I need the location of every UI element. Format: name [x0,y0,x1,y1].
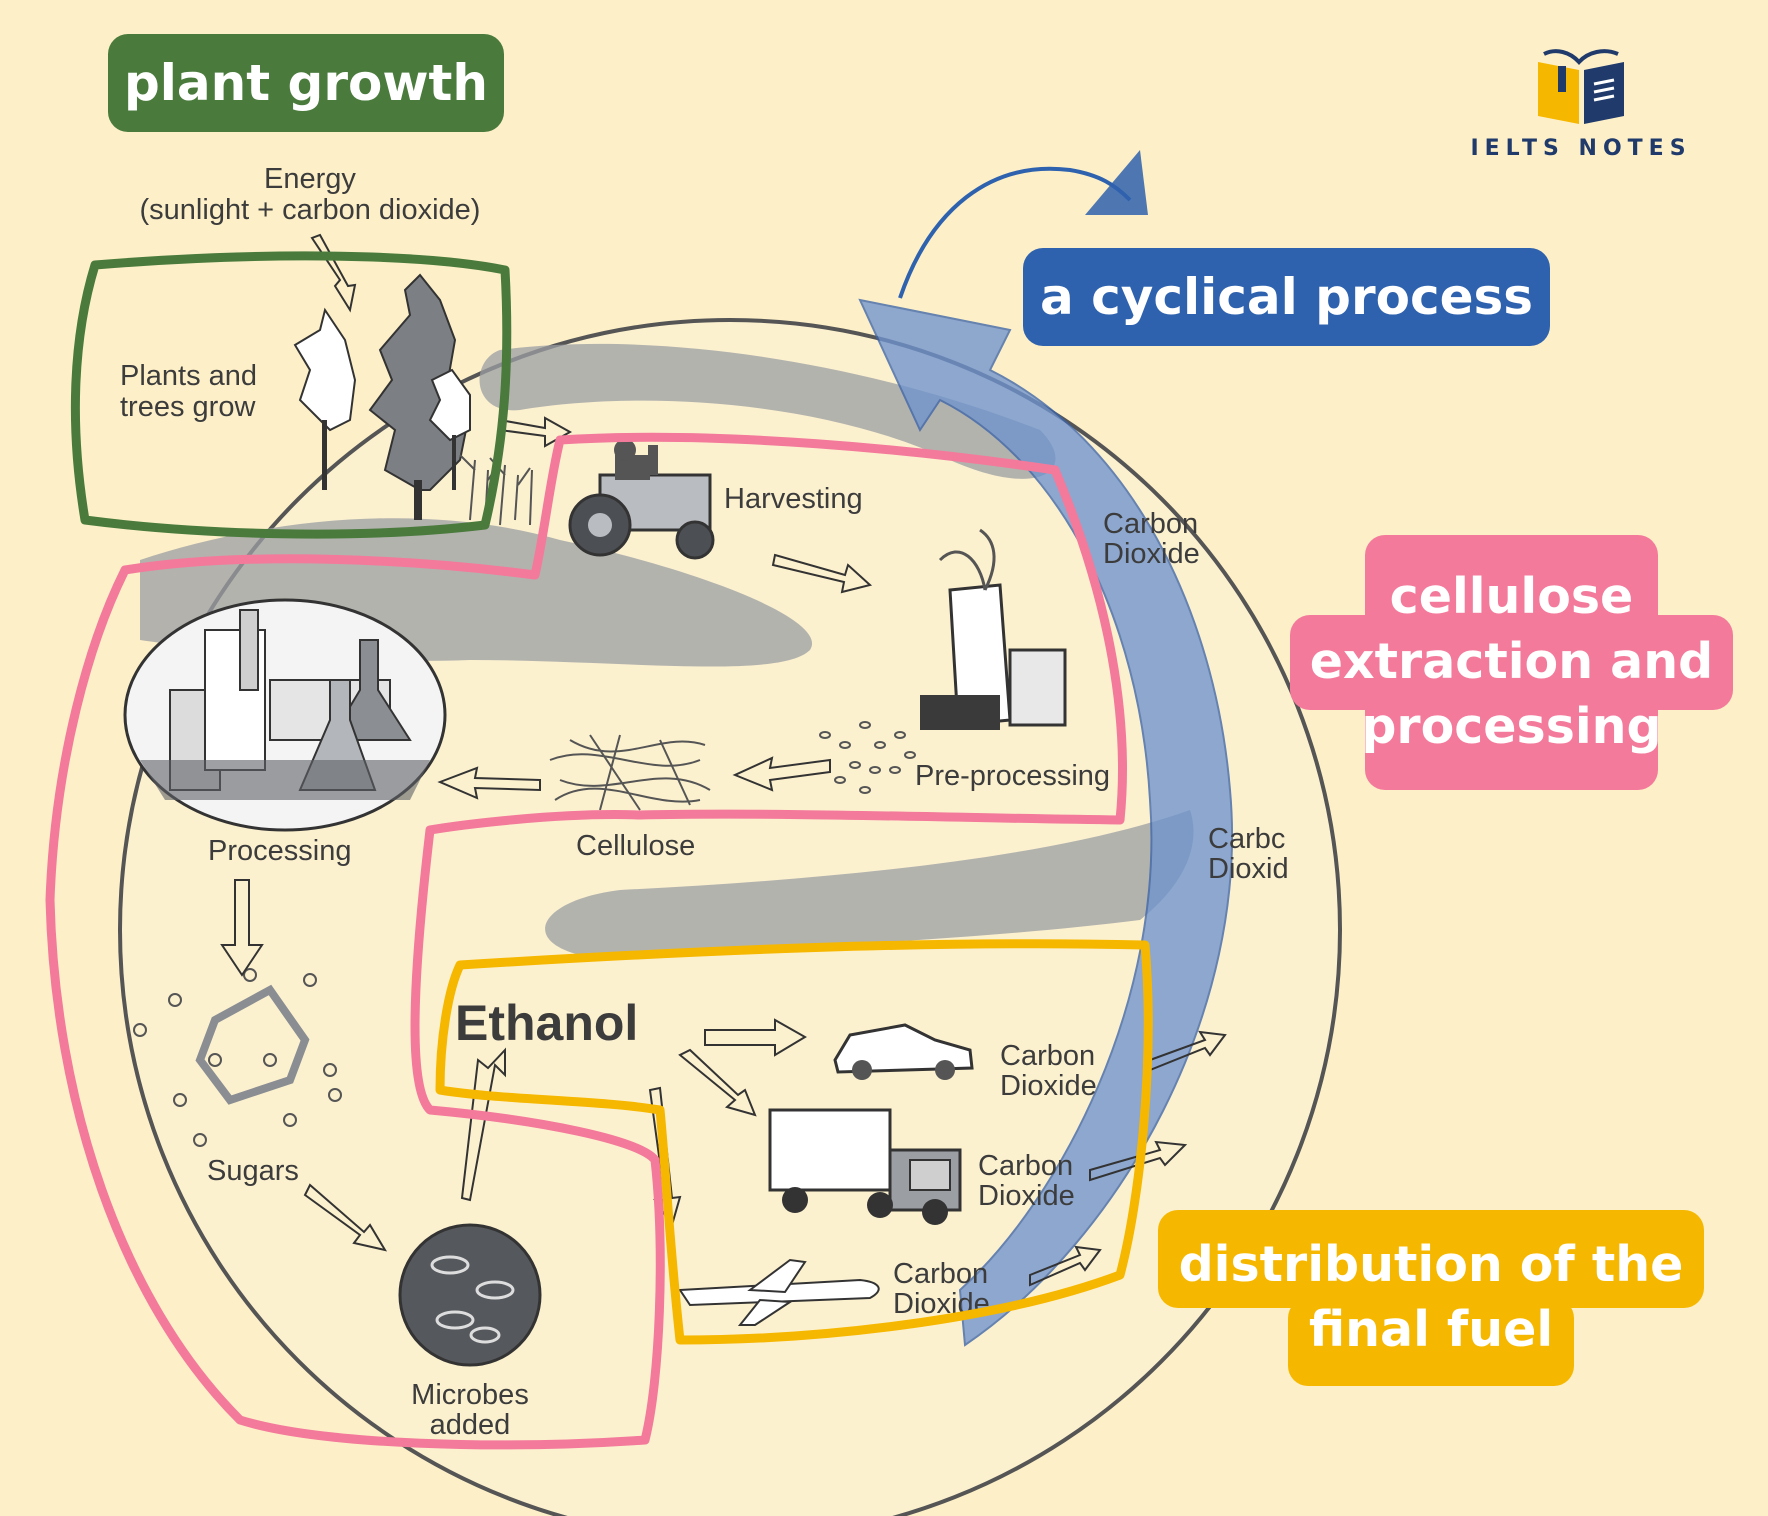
processing-plant-icon [123,598,447,832]
co2-plane-label: Carbon [893,1258,988,1290]
sugars-label: Sugars [207,1155,299,1187]
co2-top-label-line2: Dioxide [1103,538,1200,570]
processing-label: Processing [208,835,351,867]
microbes-label: Microbes [411,1379,529,1411]
cycle-tag-arrowhead [1085,150,1148,215]
logo-text: IELTS NOTES [1470,136,1692,161]
co2-truck-label-line2: Dioxide [978,1180,1075,1212]
cyclical-process-tag-text: a cyclical process [1039,268,1534,326]
tractor-icon [568,439,715,560]
plant-growth-tag-text: plant growth [123,54,489,112]
cellulose-extraction-tag: cellulose extraction and processing [1290,535,1733,790]
chips-icon [819,721,916,794]
swoosh-lower [545,810,1194,955]
co2-car-label-line2: Dioxide [1000,1070,1097,1102]
truck-icon [768,1108,962,1225]
distribution-tag: distribution of the final fuel [1158,1210,1704,1386]
ethanol-label: Ethanol [455,995,638,1051]
co2-truck-label: Carbon [978,1150,1073,1182]
cyclical-process-tag: a cyclical process [1023,248,1550,346]
preprocessing-label: Pre-processing [915,760,1110,792]
cellulose-fibres-icon [549,734,711,811]
cellulose-processing-outline [45,432,1127,1450]
ielts-notes-logo: IELTS NOTES [1466,44,1696,164]
plants-label-line2: trees grow [120,391,256,423]
co2-mid-label: Carbc [1208,823,1285,855]
harvesting-label: Harvesting [724,483,863,515]
cycle-tag-arrow [898,166,1132,299]
trees-icon [293,273,472,520]
distribution-tag-text: distribution of the final fuel [1178,1236,1684,1358]
cellulose-label: Cellulose [576,830,695,862]
energy-label: Energy [264,163,356,195]
energy-detail-label: (sunlight + carbon dioxide) [140,194,481,226]
preprocessing-machine-icon [920,528,1067,730]
co2-car-label: Carbon [1000,1040,1095,1072]
cycle-arrow [858,298,1234,1347]
book-icon [1538,49,1624,124]
cellulose-extraction-tag-text: cellulose extraction and processing [1309,568,1714,755]
distribution-outline [435,939,1153,1345]
airplane-icon [678,1258,880,1326]
swoosh-top [479,343,1056,479]
car-icon [833,1023,974,1080]
microbes-label-line2: added [430,1409,511,1441]
flow-arrows [220,233,1227,1287]
plants-label: Plants and [120,360,257,392]
plant-growth-tag: plant growth [108,34,504,132]
sugar-molecule-icon [133,968,342,1147]
co2-top-label: Carbon [1103,508,1198,540]
microbes-icon [398,1223,542,1367]
co2-mid-label-line2: Dioxid [1208,853,1289,885]
plant-growth-outline [70,251,512,539]
